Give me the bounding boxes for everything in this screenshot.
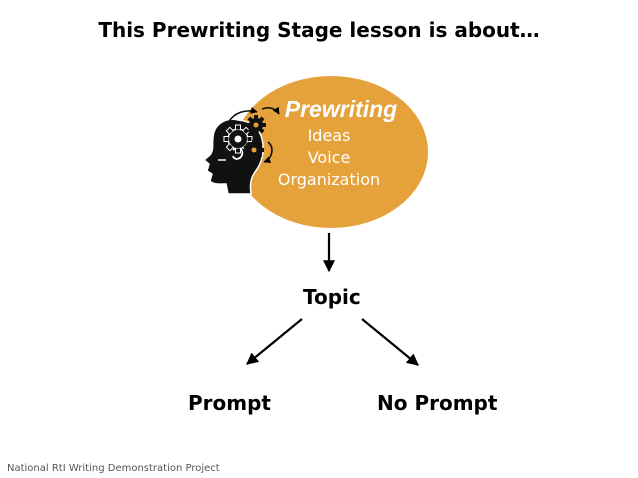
prompt-node: Prompt bbox=[188, 391, 271, 415]
stage-trait-ideas: Ideas bbox=[308, 126, 351, 145]
footer-credit: National RtI Writing Demonstration Proje… bbox=[7, 463, 220, 474]
arrow-topic-to-prompt bbox=[246, 318, 303, 365]
stage-trait-voice: Voice bbox=[308, 148, 351, 167]
head-with-gears-icon bbox=[202, 106, 280, 195]
no-prompt-node: No Prompt bbox=[377, 391, 498, 415]
topic-node: Topic bbox=[303, 285, 361, 309]
stage-trait-organization: Organization bbox=[278, 170, 380, 189]
arrow-topic-to-no-prompt bbox=[361, 318, 419, 366]
prewriting-stage-ellipse bbox=[234, 76, 428, 228]
slide-title: This Prewriting Stage lesson is about… bbox=[98, 18, 540, 42]
stage-title: Prewriting bbox=[285, 96, 397, 122]
